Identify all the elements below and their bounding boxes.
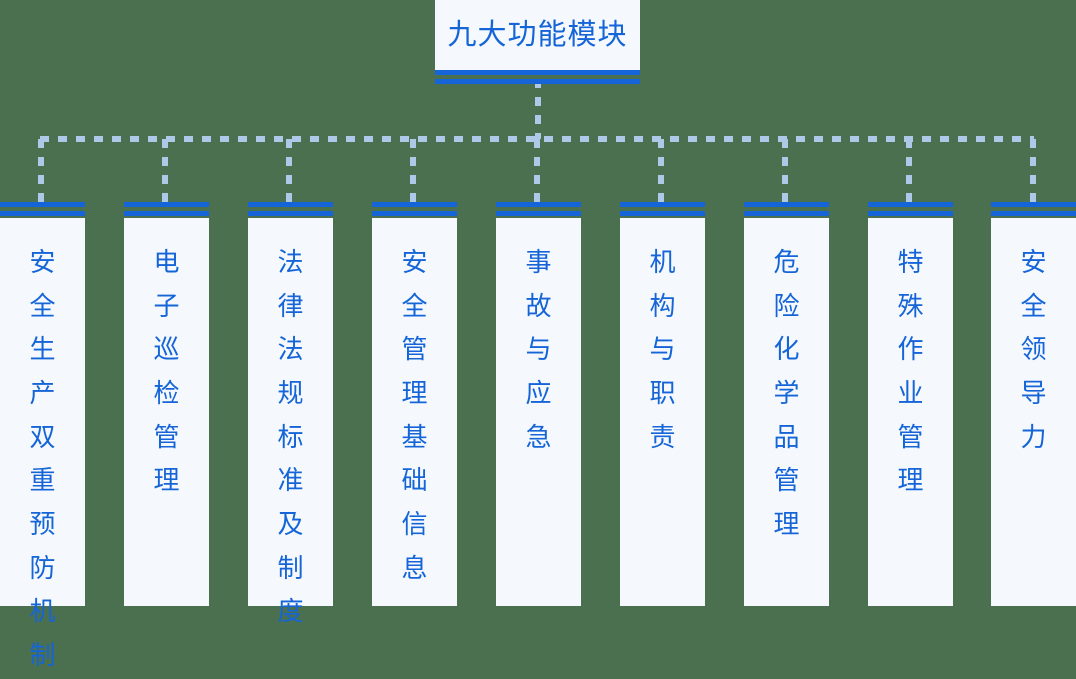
leaf-card-body: 危险化学品管理 [744, 218, 829, 606]
leaf-card-label: 事故与应急 [525, 248, 552, 453]
leaf-card-bar-top [744, 202, 829, 207]
leaf-card-bar-bottom [991, 211, 1076, 216]
leaf-card-bar-top [868, 202, 953, 207]
leaf-card-label: 安全生产双重预防机制 [29, 248, 56, 672]
leaf-card-label: 安全管理基础信息 [401, 248, 428, 584]
leaf-card-bar-bottom [744, 211, 829, 216]
leaf-card-label: 法律法规标准及制度 [277, 248, 304, 628]
leaf-card-1[interactable]: 安全生产双重预防机制 [0, 202, 85, 672]
leaf-card-body: 安全领导力 [991, 218, 1076, 606]
leaf-card-body: 特殊作业管理 [868, 218, 953, 606]
leaf-card-label: 电子巡检管理 [153, 248, 180, 497]
root-node-label: 九大功能模块 [447, 17, 628, 52]
leaf-card-bar-top [0, 202, 85, 207]
leaf-card-2[interactable]: 电子巡检管理 [124, 202, 209, 606]
leaf-card-9[interactable]: 安全领导力 [991, 202, 1076, 606]
root-node[interactable]: 九大功能模块 [435, 0, 640, 70]
leaf-card-bar-bottom [868, 211, 953, 216]
leaf-card-bar-bottom [0, 211, 85, 216]
leaf-card-8[interactable]: 特殊作业管理 [868, 202, 953, 606]
leaf-card-bar-bottom [372, 211, 457, 216]
leaf-card-bar-top [124, 202, 209, 207]
leaf-card-bar-top [372, 202, 457, 207]
root-node-underline-top [435, 70, 640, 75]
leaf-card-body: 法律法规标准及制度 [248, 218, 333, 628]
leaf-card-body: 事故与应急 [496, 218, 581, 606]
leaf-card-body: 安全生产双重预防机制 [0, 218, 85, 672]
leaf-card-label: 安全领导力 [1020, 248, 1047, 453]
leaf-card-6[interactable]: 机构与职责 [620, 202, 705, 606]
leaf-card-bar-bottom [620, 211, 705, 216]
leaf-card-bar-bottom [248, 211, 333, 216]
leaf-card-bar-top [248, 202, 333, 207]
leaf-card-5[interactable]: 事故与应急 [496, 202, 581, 606]
leaf-card-bar-bottom [124, 211, 209, 216]
leaf-card-3[interactable]: 法律法规标准及制度 [248, 202, 333, 628]
leaf-card-body: 电子巡检管理 [124, 218, 209, 606]
leaf-card-bar-top [620, 202, 705, 207]
leaf-card-7[interactable]: 危险化学品管理 [744, 202, 829, 606]
leaf-card-body: 安全管理基础信息 [372, 218, 457, 606]
leaf-card-4[interactable]: 安全管理基础信息 [372, 202, 457, 606]
leaf-card-label: 机构与职责 [649, 248, 676, 453]
leaf-card-bar-top [991, 202, 1076, 207]
leaf-card-label: 危险化学品管理 [773, 248, 800, 541]
leaf-card-body: 机构与职责 [620, 218, 705, 606]
leaf-card-bar-top [496, 202, 581, 207]
root-node-underline-bottom [435, 79, 640, 84]
leaf-card-label: 特殊作业管理 [897, 248, 924, 497]
leaf-card-bar-bottom [496, 211, 581, 216]
